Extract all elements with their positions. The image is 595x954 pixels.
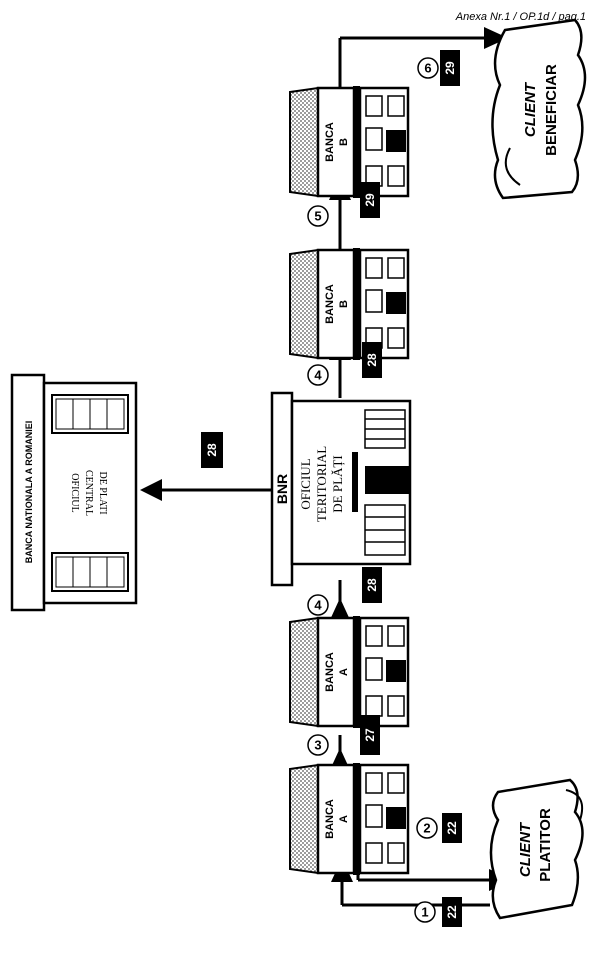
bank-a2-line2: A bbox=[338, 668, 350, 676]
bank-b1-line1: BANCA bbox=[324, 284, 336, 324]
territorial-line1: OFICIUL bbox=[298, 458, 313, 509]
territorial-payments-office: BNR OFICIUL TERITORIAL DE PLĂȚI bbox=[270, 391, 412, 587]
step-markers: 1 2 3 4 4 5 6 bbox=[307, 57, 439, 923]
code-badge-c5: 29 bbox=[360, 182, 380, 218]
client-payer-line2: PLATITOR bbox=[537, 808, 554, 882]
bank-a2-line1: BANCA bbox=[324, 652, 336, 692]
step-2-marker: 2 bbox=[416, 817, 438, 839]
central-line1: OFICIUL bbox=[69, 473, 80, 512]
code-badge-central: 28 bbox=[201, 432, 223, 468]
svg-text:29: 29 bbox=[363, 193, 377, 207]
code-badge-c2: 22 bbox=[442, 813, 462, 843]
code-badge-c4a: 28 bbox=[362, 567, 382, 603]
svg-text:28: 28 bbox=[365, 353, 379, 367]
svg-text:28: 28 bbox=[205, 443, 219, 457]
code-badges: 22 22 27 28 28 29 29 bbox=[360, 50, 462, 927]
territorial-line2: TERITORIAL bbox=[314, 446, 329, 522]
svg-text:3: 3 bbox=[314, 738, 321, 753]
flow-connectors bbox=[158, 36, 490, 907]
step-1-marker: 1 bbox=[414, 901, 436, 923]
svg-text:5: 5 bbox=[314, 209, 321, 224]
central-line3: DE PLATI bbox=[97, 471, 108, 514]
bank-b1-line2: B bbox=[338, 300, 350, 308]
client-payer: CLIENT PLATITOR bbox=[489, 778, 584, 920]
central-line2: CENTRAL bbox=[83, 470, 94, 516]
svg-text:29: 29 bbox=[443, 61, 457, 75]
step-3-marker: 3 bbox=[307, 734, 329, 756]
client-beneficiary-line2: BENEFICIAR bbox=[543, 64, 560, 156]
svg-text:28: 28 bbox=[365, 578, 379, 592]
svg-text:2: 2 bbox=[423, 821, 430, 836]
step-6-marker: 6 bbox=[417, 57, 439, 79]
svg-text:1: 1 bbox=[421, 905, 428, 920]
svg-text:22: 22 bbox=[445, 905, 459, 919]
code-badge-c1: 22 bbox=[442, 897, 462, 927]
client-payer-line1: CLIENT bbox=[517, 821, 534, 877]
client-beneficiary-line1: CLIENT bbox=[522, 81, 539, 137]
bank-b2-line2: B bbox=[338, 138, 350, 146]
bank-a1-line2: A bbox=[338, 815, 350, 823]
code-badge-c3: 27 bbox=[360, 715, 380, 755]
step-4-marker: 4 bbox=[307, 594, 329, 616]
svg-text:27: 27 bbox=[363, 728, 377, 742]
code-badge-c6: 29 bbox=[440, 50, 460, 86]
bank-b2-line1: BANCA bbox=[324, 122, 336, 162]
step-4-marker: 4 bbox=[307, 364, 329, 386]
central-payments-office: BANCA NATIONALA A ROMANIEI OFICIUL CENTR… bbox=[10, 373, 138, 612]
svg-text:4: 4 bbox=[314, 368, 322, 383]
annex-label: Anexa Nr.1 / OP.1d / pag.1 bbox=[455, 11, 586, 23]
code-badge-c4b: 28 bbox=[362, 342, 382, 378]
central-bank-title: BANCA NATIONALA A ROMANIEI bbox=[24, 421, 34, 564]
svg-text:22: 22 bbox=[445, 821, 459, 835]
territorial-line3: DE PLĂȚI bbox=[330, 455, 345, 512]
client-beneficiary: CLIENT BENEFICIAR bbox=[491, 18, 587, 200]
bnr-label: BNR bbox=[274, 474, 290, 504]
step-5-marker: 5 bbox=[307, 205, 329, 227]
bank-a1-line1: BANCA bbox=[324, 799, 336, 839]
svg-text:4: 4 bbox=[314, 598, 322, 613]
svg-text:6: 6 bbox=[424, 61, 431, 76]
